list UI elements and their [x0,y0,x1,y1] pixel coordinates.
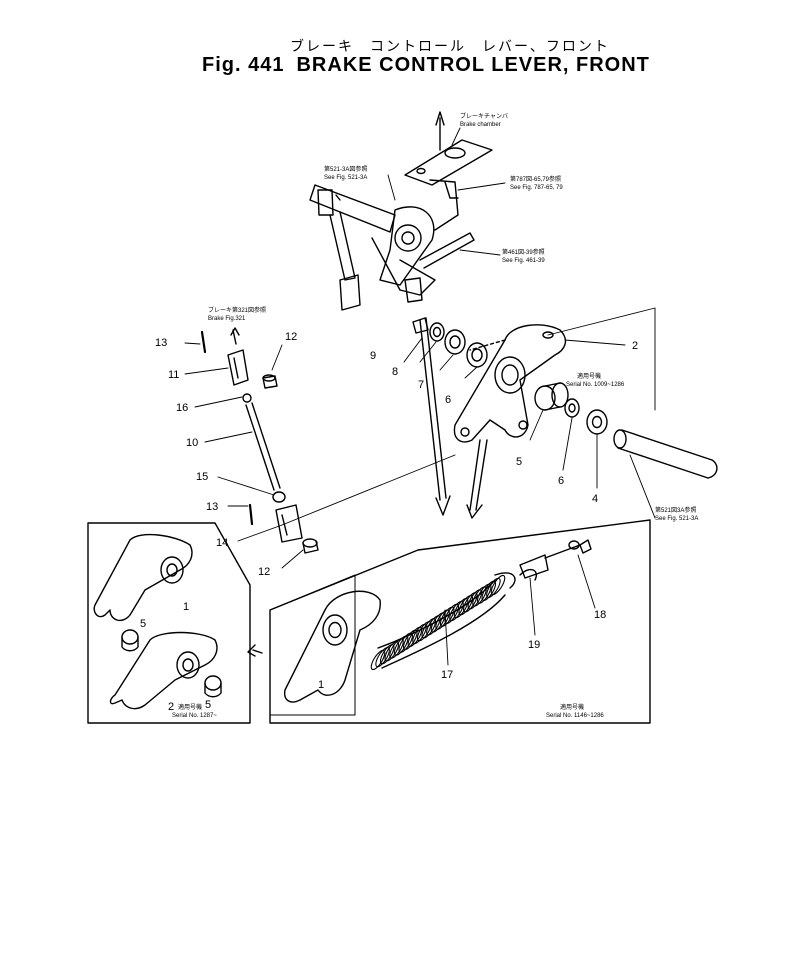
note-fig321-jp: ブレーキ第321図参照 [208,306,266,314]
spring-coil [472,586,487,607]
spring-coil [384,641,400,662]
note-serial-3-jp: 適用号機 [560,703,584,711]
callout-15: 15 [196,471,208,483]
spring-coil [430,612,446,633]
note-serial-1-jp: 適用号機 [577,372,601,380]
callout-2: 2 [632,340,638,352]
callout-9: 9 [370,350,376,362]
spring-coil [439,606,455,627]
callout-1-inset: 1 [318,679,324,691]
note-fig461-en: See Fig. 461-39 [502,258,545,264]
note-serial-1-en: Serial No. 1009~1286 [566,382,625,388]
callout-12b: 12 [258,566,270,578]
spring-coil [453,597,469,619]
tension-spring-coils [370,574,506,671]
spring-coil [398,632,413,653]
callout-4: 4 [592,493,598,505]
callout-8: 8 [392,366,398,378]
push-rod [419,317,488,519]
shaft-and-collars [534,382,718,479]
note-fig521b-en: See Fig. 521-3A [655,516,698,522]
callout-10: 10 [186,437,198,449]
spring-coil [416,621,432,642]
spring-coil [476,583,492,604]
note-fig521-en: See Fig. 521-3A [324,175,367,181]
title-japanese: ブレーキ コントロール レバー、フロント [290,39,610,55]
callout-5-inset: 5 [140,618,146,630]
spring-coil [490,574,506,596]
spring-coil [426,615,441,636]
note-fig461-jp: 第461図-39参照 [502,248,545,256]
upper-bracket-assembly [309,111,493,311]
note-fig321-en: Brake Fig.321 [208,316,246,322]
callout-6: 6 [445,394,451,406]
spring-coil [421,618,437,639]
callout-11: 11 [168,369,179,381]
main-lever-part-2 [453,324,567,443]
note-serial-3-en: Serial No. 1146~1286 [546,713,604,719]
note-serial-2-jp: 適用号機 [178,703,202,711]
spring-coil [393,635,409,656]
leader-lines [184,127,656,666]
note-fig787-jp: 第787図-65,79参照 [510,175,561,183]
note-brake-chamber-jp: ブレーキチャンバ [460,112,508,120]
note-fig521b-jp: 第521図3A参照 [655,506,696,514]
callout-5: 5 [516,456,522,468]
figure-title: Fig. 441 BRAKE CONTROL LEVER, FRONT [202,54,662,77]
spring-coil [407,626,423,648]
note-serial-2-en: Serial No. 1287~ [172,713,217,719]
note-brake-chamber-en: Brake chamber [460,122,501,128]
callout-18: 18 [594,609,606,621]
spring-coil [403,629,418,650]
spring-coil [486,577,501,599]
callout-12: 12 [285,331,297,343]
spring-coil [389,638,404,659]
spring-coil [458,595,473,616]
spring-coil [449,600,464,622]
reference-notes: ブレーキチャンバ Brake chamber 第521-3A図参照 See Fi… [172,112,698,719]
callout-5-inset-b: 5 [205,699,211,711]
spring-coil [467,589,483,610]
spring-coil [379,644,395,665]
figure-title-text: BRAKE CONTROL LEVER, FRONT [296,54,650,76]
callout-13: 13 [155,337,167,349]
callout-1: 1 [183,601,189,613]
callout-14: 14 [216,537,228,549]
note-fig787-en: See Fig. 787-65, 79 [510,185,563,191]
note-fig521-jp: 第521-3A図参照 [324,165,367,173]
callout-13b: 13 [206,501,218,513]
callout-2-inset: 2 [168,701,174,713]
spring-coil [412,623,427,645]
callout-6b: 6 [558,475,564,487]
callout-17: 17 [441,669,453,681]
spring-coil [463,592,478,613]
callout-7: 7 [418,379,424,391]
clevis-rod-assembly [200,327,319,554]
inset-box-alternate-levers [87,522,251,724]
callout-19: 19 [528,639,540,651]
callout-labels: 2 9 8 7 6 5 6 4 13 12 11 16 10 15 13 14 … [140,331,638,713]
spring-coil [370,649,386,671]
spring-coil [375,646,390,668]
figure-number: Fig. 441 [202,54,285,76]
callout-16: 16 [176,402,188,414]
spring-coil [481,580,497,601]
